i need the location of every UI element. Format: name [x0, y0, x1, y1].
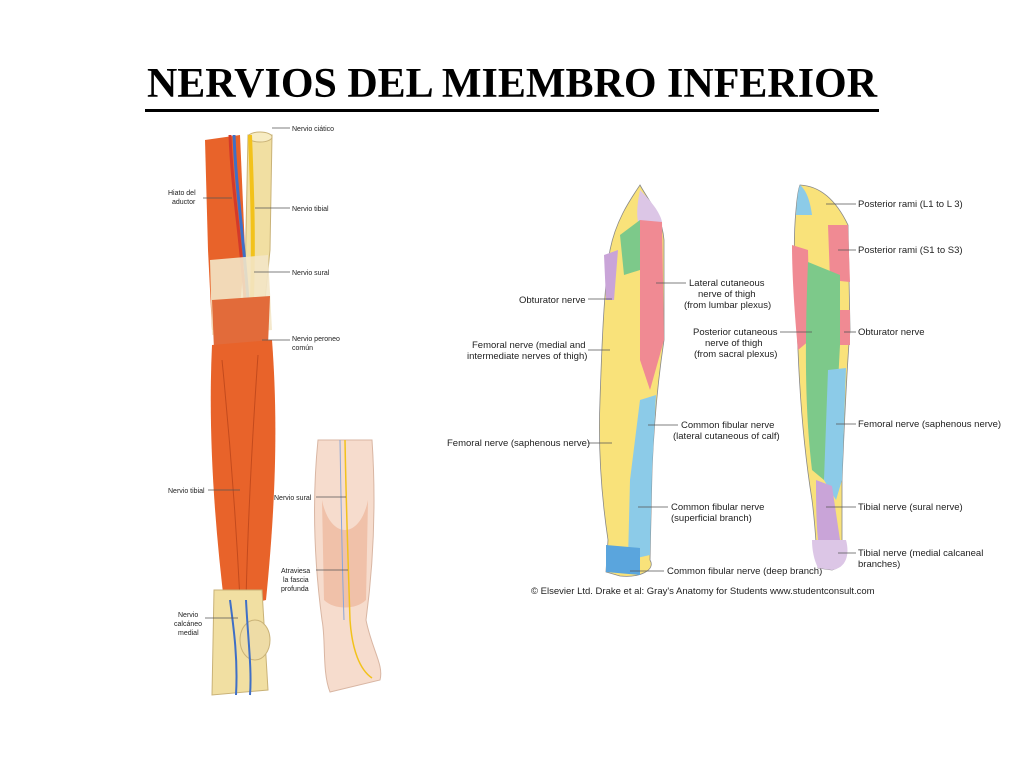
anterior-foot-blue [606, 545, 640, 575]
calf-shading [322, 500, 368, 608]
label-common-fibular-sup-1: Common fibular nerve [671, 502, 764, 513]
label-nervio-peroneo-2: común [292, 345, 313, 352]
label-lateral-cut-2: nerve of thigh [698, 289, 756, 300]
label-nervio-peroneo-1: Nervio peroneo [292, 336, 340, 343]
anterior-leg-dermatomes: Obturator nerve Femoral nerve (medial an… [447, 184, 822, 577]
posterior-pink-upper [828, 225, 850, 282]
knee-muscles [212, 296, 270, 350]
label-femoral-medial-1: Femoral nerve (medial and [472, 340, 586, 351]
anterior-purple-zone [604, 250, 618, 300]
page-title-text: NERVIOS DEL MIEMBRO INFERIOR [144, 61, 880, 112]
label-nervio-tibial-top: Nervio tibial [292, 206, 329, 213]
posterior-leg-dermatomes: Posterior cutaneous nerve of thigh (from… [693, 184, 1001, 571]
posterior-leg-dissection: Nervio ciático Hiato del aductor Nervio … [168, 126, 340, 696]
calf-surface-view: Nervio sural Atraviesa la fascia profund… [274, 439, 382, 693]
label-tibial-calcaneal-1: Tibial nerve (medial calcaneal [858, 548, 983, 559]
label-femoral-saphenous-right: Femoral nerve (saphenous nerve) [858, 419, 1001, 430]
label-posterior-cut-2: nerve of thigh [705, 338, 763, 349]
label-femoral-medial-2: intermediate nerves of thigh) [467, 351, 587, 362]
anterior-blue-zone [628, 395, 656, 560]
posterior-blue-zone [824, 368, 846, 500]
label-common-fibular-deep: Common fibular nerve (deep branch) [667, 566, 822, 577]
anterior-pink-zone [640, 220, 664, 390]
label-atraviesa-1: Atraviesa [281, 568, 310, 575]
femur-head [247, 131, 273, 143]
posterior-pink-lateral [792, 245, 810, 350]
label-obturator-right: Obturator nerve [858, 327, 925, 338]
calf-vein [339, 439, 345, 621]
label-posterior-cut-3: (from sacral plexus) [694, 349, 777, 360]
label-atraviesa-2: la fascia [283, 577, 309, 584]
label-calcaneo-3: medial [178, 630, 199, 637]
label-calcaneo-2: calcáneo [174, 621, 202, 628]
label-posterior-rami-s: Posterior rami (S1 to S3) [858, 245, 963, 256]
label-atraviesa-3: profunda [281, 586, 309, 593]
calf-fibers [221, 354, 259, 601]
label-obturator-left: Obturator nerve [519, 295, 586, 306]
label-common-fibular-sup-2: (superficial branch) [671, 513, 752, 524]
label-nervio-sural-calf: Nervio sural [274, 495, 312, 502]
label-nervio-tibial-low: Nervio tibial [168, 488, 205, 495]
page-title: NERVIOS DEL MIEMBRO INFERIOR [0, 60, 1024, 112]
ankle-vessels [229, 599, 252, 696]
label-lateral-cut-3: (from lumbar plexus) [684, 300, 771, 311]
posterior-top-blue [796, 185, 812, 215]
heel-bone [239, 619, 271, 661]
anterior-green-zone [620, 220, 640, 275]
copyright-credit: © Elsevier Ltd. Drake et al: Gray's Anat… [531, 586, 875, 597]
calf-muscles [210, 340, 276, 610]
label-femoral-saphenous-left: Femoral nerve (saphenous nerve) [447, 438, 590, 449]
sural-nerve-calf [344, 439, 373, 679]
anterior-top-lilac [637, 190, 662, 222]
label-common-fibular-1: Common fibular nerve [681, 420, 774, 431]
posterior-obturator-pink [840, 310, 850, 345]
label-calcaneo-1: Nervio [178, 612, 198, 619]
label-nervio-sural-top: Nervio sural [292, 270, 330, 277]
label-hiato-1: Hiato del [168, 190, 196, 197]
label-tibial-sural: Tibial nerve (sural nerve) [858, 502, 963, 513]
label-lateral-cut-1: Lateral cutaneous [689, 278, 765, 289]
label-common-fibular-2: (lateral cutaneous of calf) [673, 431, 780, 442]
posterior-purple-zone [816, 480, 840, 548]
posterior-heel-lilac [812, 540, 848, 570]
label-tibial-calcaneal-2: branches) [858, 559, 900, 570]
label-posterior-cut-1: Posterior cutaneous [693, 327, 778, 338]
label-posterior-rami-l: Posterior rami (L1 to L 3) [858, 199, 963, 210]
label-hiato-2: aductor [172, 199, 196, 206]
label-nervio-ciatico: Nervio ciático [292, 126, 334, 133]
